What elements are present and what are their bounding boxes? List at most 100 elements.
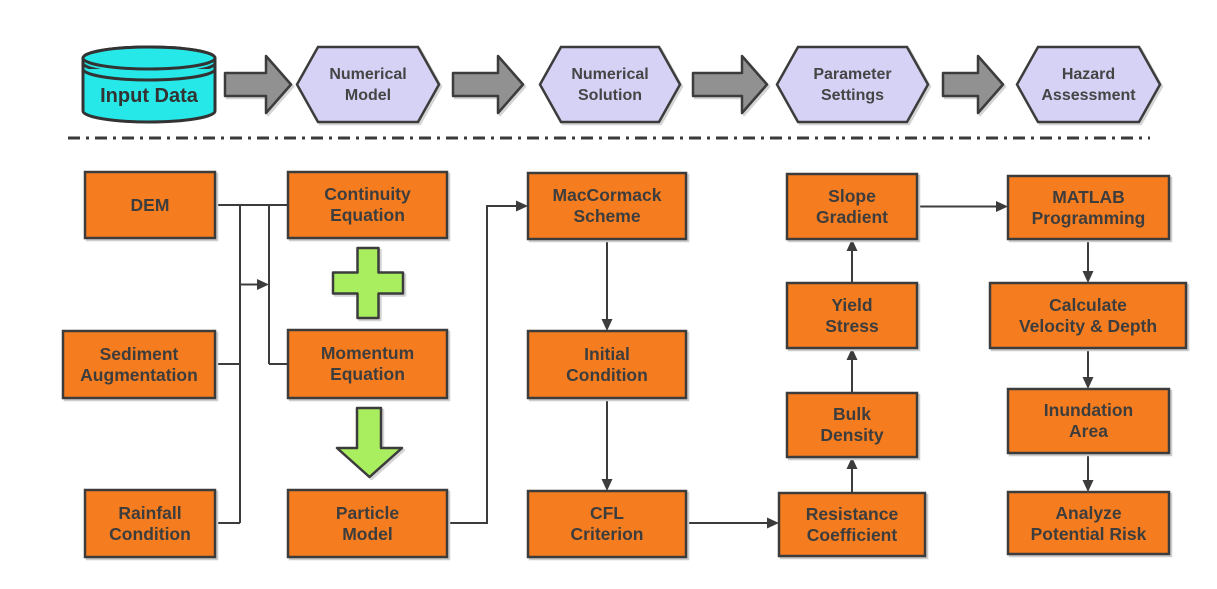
box-label: Coefficient xyxy=(807,525,898,545)
stage-input-data: Input Data xyxy=(81,45,217,124)
box-shape xyxy=(785,391,919,459)
plus-icon xyxy=(331,246,405,320)
flow-box-dem: DEM xyxy=(83,170,217,240)
box-shape xyxy=(286,170,449,240)
box-label: MATLAB xyxy=(1052,187,1125,207)
cylinder-ring-line xyxy=(81,68,217,82)
box-shape xyxy=(777,491,927,558)
arrowhead-down-icon xyxy=(601,479,613,491)
flow-box-bulk-density: Bulk Density xyxy=(785,391,919,459)
box-label: Momentum xyxy=(321,343,414,363)
stage-numerical-solution: Numerical Solution xyxy=(538,45,682,124)
box-label: Inundation xyxy=(1044,400,1133,420)
box-shape xyxy=(83,170,217,240)
arrowhead-up-icon xyxy=(846,348,858,360)
stage-label: Numerical xyxy=(329,66,406,83)
flow-box-rainfall-condition: Rainfall Condition xyxy=(83,488,217,559)
flow-box-sediment-augmentation: Sediment Augmentation xyxy=(61,329,217,400)
box-label: MacCormack xyxy=(553,185,662,205)
flow-box-calculate-velocity-depth: Calculate Velocity & Depth xyxy=(988,281,1188,350)
flow-box-cfl-criterion: CFL Criterion xyxy=(526,489,688,559)
arrowhead-right-icon xyxy=(996,201,1008,212)
block-arrow-right-icon xyxy=(691,54,769,115)
box-label: Resistance xyxy=(806,504,899,524)
box-label: Rainfall xyxy=(118,503,181,523)
box-label: Condition xyxy=(109,524,191,544)
stage-label: Model xyxy=(345,87,391,104)
box-label: Calculate xyxy=(1049,295,1127,315)
flow-box-yield-stress: Yield Stress xyxy=(785,281,919,350)
box-label: Equation xyxy=(330,205,405,225)
arrowhead-down-icon xyxy=(1082,271,1094,283)
flow-box-slope-gradient: Slope Gradient xyxy=(785,172,919,241)
arrowhead-down-icon xyxy=(601,319,613,331)
box-label: Condition xyxy=(566,365,648,385)
box-label: Scheme xyxy=(573,206,640,226)
box-label: Augmentation xyxy=(80,365,198,385)
stage-hazard-assessment: Hazard Assessment xyxy=(1015,45,1162,124)
stage-label: Assessment xyxy=(1041,87,1136,104)
arrowhead-right-icon xyxy=(516,200,528,212)
flow-box-particle-model: Particle Model xyxy=(286,488,449,559)
stage-label: Solution xyxy=(578,87,642,104)
arrowhead-down-icon xyxy=(1082,480,1094,492)
box-shape xyxy=(83,488,217,559)
box-label: Bulk xyxy=(833,404,871,424)
stage-label: Settings xyxy=(821,87,884,104)
box-shape xyxy=(286,328,449,400)
box-shape xyxy=(785,172,919,241)
flow-box-maccormack-scheme: MacCormack Scheme xyxy=(526,171,688,241)
box-label: DEM xyxy=(131,195,170,215)
hexagon-shape xyxy=(538,45,682,124)
stage-parameter-settings: Parameter Settings xyxy=(775,45,930,124)
flow-box-resistance-coefficient: Resistance Coefficient xyxy=(777,491,927,558)
box-label: Velocity & Depth xyxy=(1019,316,1157,336)
box-shape xyxy=(526,489,688,559)
stage-label: Parameter xyxy=(813,66,891,83)
arrowhead-up-icon xyxy=(846,239,858,251)
block-arrow-right-icon xyxy=(941,54,1005,115)
hexagon-shape xyxy=(775,45,930,124)
box-label: Particle xyxy=(336,503,399,523)
box-label: Yield xyxy=(831,295,872,315)
hexagon-shape xyxy=(1015,45,1162,124)
arrowhead-right-icon xyxy=(767,517,779,529)
stage-label: Hazard xyxy=(1062,66,1115,83)
box-shape xyxy=(526,329,688,400)
box-label: Equation xyxy=(330,364,405,384)
box-label: Model xyxy=(342,524,393,544)
box-shape xyxy=(988,281,1188,350)
box-label: Criterion xyxy=(571,524,644,544)
flow-box-continuity-equation: Continuity Equation xyxy=(286,170,449,240)
stage-numerical-model: Numerical Model xyxy=(295,45,441,124)
box-shape xyxy=(286,488,449,559)
box-shape xyxy=(526,171,688,241)
flow-box-matlab-programming: MATLAB Programming xyxy=(1006,174,1171,241)
box-label: Continuity xyxy=(324,184,411,204)
box-shape xyxy=(61,329,217,400)
block-arrow-right-icon xyxy=(223,54,293,115)
box-label: CFL xyxy=(590,503,624,523)
connector-particle-to-maccormack xyxy=(447,205,516,524)
box-shape xyxy=(785,281,919,350)
stage-label: Numerical xyxy=(571,66,648,83)
flow-box-inundation-area: Inundation Area xyxy=(1006,387,1171,455)
box-label: Slope xyxy=(828,186,876,206)
box-label: Sediment xyxy=(100,344,179,364)
box-shape xyxy=(1006,387,1171,455)
box-shape xyxy=(1006,490,1171,556)
box-label: Potential Risk xyxy=(1031,524,1147,544)
flow-box-initial-condition: Initial Condition xyxy=(526,329,688,400)
stage-label: Input Data xyxy=(100,85,199,107)
box-label: Programming xyxy=(1032,208,1146,228)
hexagon-shape xyxy=(295,45,441,124)
arrowhead-down-icon xyxy=(1082,377,1094,389)
box-label: Analyze xyxy=(1055,503,1121,523)
box-label: Stress xyxy=(825,316,879,336)
block-arrow-right-icon xyxy=(451,54,525,115)
cylinder-top xyxy=(81,45,217,71)
arrowhead-up-icon xyxy=(846,457,858,469)
box-label: Gradient xyxy=(816,207,888,227)
